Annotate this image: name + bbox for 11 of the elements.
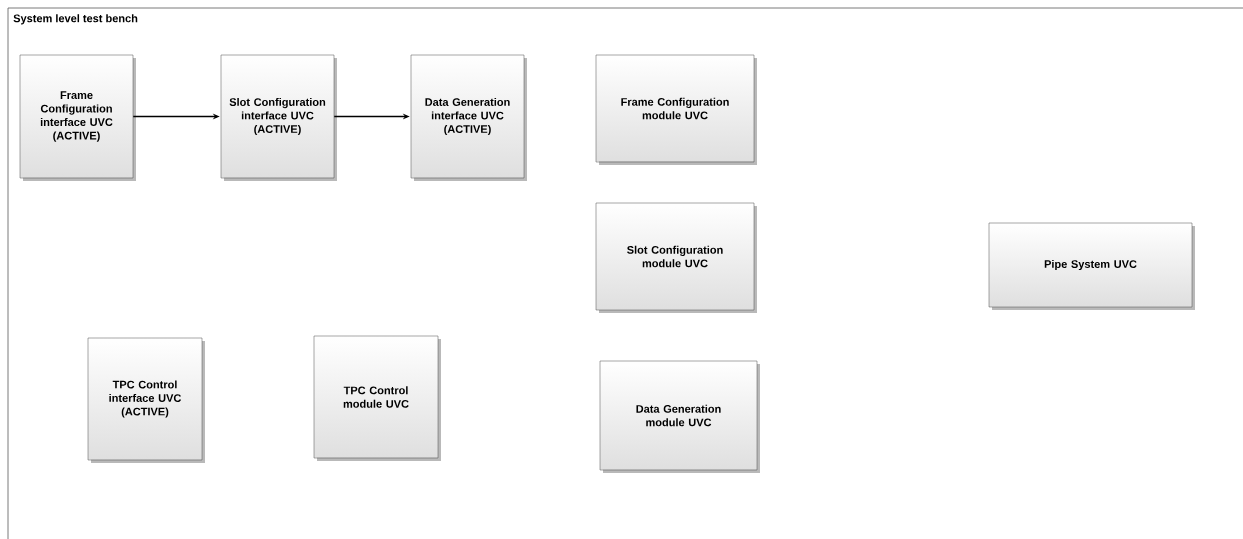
- frame-title: System level test bench: [13, 14, 138, 25]
- uvc-box: Slot Configuration module UVC: [595, 202, 757, 313]
- uvc-box: Frame Configuration interface UVC (ACTIVE): [19, 54, 136, 181]
- uvc-box: Pipe System UVC: [988, 222, 1195, 310]
- uvc-box: Data Generation interface UVC (ACTIVE): [410, 54, 527, 181]
- frame: [7, 7, 1243, 539]
- uvc-box: Data Generation module UVC: [599, 360, 760, 473]
- uvc-box: Frame Configuration module UVC: [595, 54, 757, 165]
- uvc-box: TPC Control interface UVC (ACTIVE): [87, 337, 205, 463]
- uvc-box: Slot Configuration interface UVC (ACTIVE): [220, 54, 337, 181]
- uvc-box: TPC Control module UVC: [313, 335, 441, 461]
